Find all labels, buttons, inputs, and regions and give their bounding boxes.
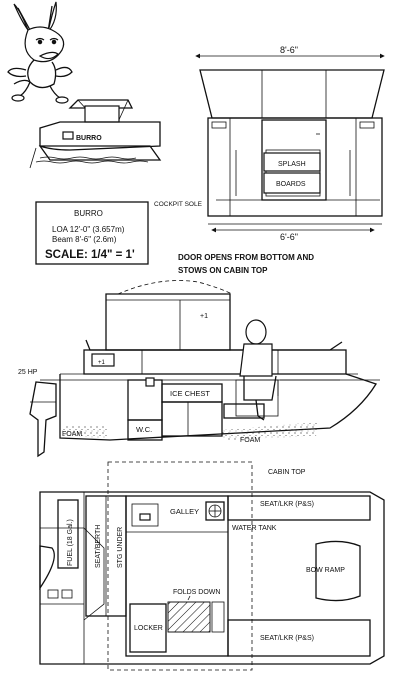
svg-text:+1: +1 xyxy=(200,313,208,320)
svg-text:+1: +1 xyxy=(98,360,106,366)
boards-label: BOARDS xyxy=(276,181,306,188)
profile-boat-name: BURRO xyxy=(76,135,102,142)
stg-under-label: STG UNDER xyxy=(117,527,124,568)
seat-top-label: SEAT/LKR (P&S) xyxy=(260,501,314,508)
seat-berth-label: SEAT/BERTH xyxy=(95,525,102,568)
spec-loa: LOA 12'-0" (3.657m) xyxy=(52,225,125,234)
engine-label: 25 HP xyxy=(18,369,38,376)
plan-view: CABIN TOP FUEL (18 Gal.) SEAT/BERTH STG … xyxy=(39,461,385,671)
folds-down-label: FOLDS DOWN xyxy=(173,589,220,596)
spec-name: BURRO xyxy=(74,209,103,218)
front-top-dimension: 8'-6" xyxy=(280,45,298,55)
door-note-line: DOOR OPENS FROM BOTTOM AND STOWS ON CABI… xyxy=(178,253,316,275)
profile-view-small: BURRO xyxy=(29,99,162,169)
side-cutaway-view: +1 +1 FOAM FOAM 25 HP ICE CHEST W.C. xyxy=(18,280,380,458)
water-tank-label: WATER TANK xyxy=(232,525,277,532)
ice-chest-label: ICE CHEST xyxy=(170,389,210,398)
wc-label: W.C. xyxy=(136,425,152,434)
foam-fwd-label: FOAM xyxy=(240,437,260,444)
bow-ramp-label: BOW RAMP xyxy=(306,567,345,574)
galley-label: GALLEY xyxy=(170,507,199,516)
splash-label: SPLASH xyxy=(278,161,306,168)
front-bottom-dimension: 6'-6" xyxy=(280,232,298,242)
fuel-label: FUEL (18 Gal.) xyxy=(67,519,74,566)
spec-scale: SCALE: 1/4" = 1' xyxy=(45,249,135,261)
spec-box: BURRO LOA 12'-0" (3.657m) Beam 8'-6" (2.… xyxy=(35,201,149,265)
locker-label: LOCKER xyxy=(134,625,163,632)
donkey-mascot-icon xyxy=(7,1,73,104)
seat-bottom-label: SEAT/LKR (P&S) xyxy=(260,635,314,642)
front-view: 8'-6" SPLASH BOARDS COCKPIT SOLE 6'-6" xyxy=(154,45,385,242)
foam-aft-label: FOAM xyxy=(62,431,82,438)
spec-beam: Beam 8'-6" (2.6m) xyxy=(52,235,117,244)
cockpit-sole-label: COCKPIT SOLE xyxy=(154,201,203,208)
cabin-top-label: CABIN TOP xyxy=(268,469,306,476)
seated-person-icon xyxy=(235,319,340,421)
